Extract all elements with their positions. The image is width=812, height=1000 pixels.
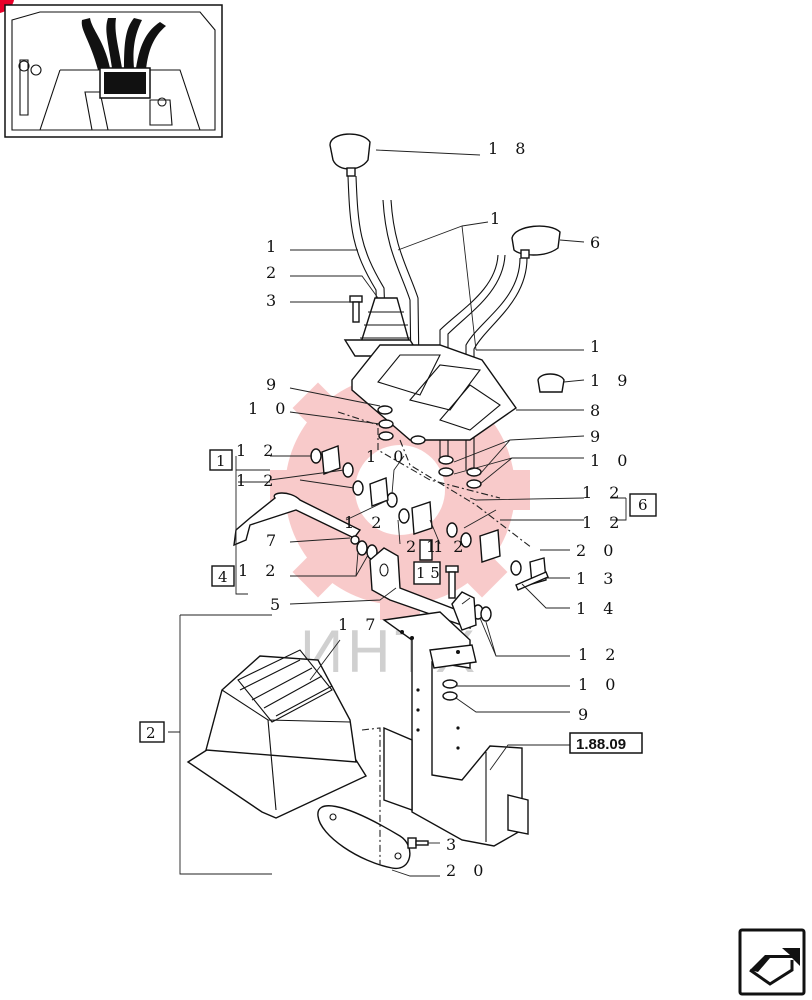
callout-1: 1: [266, 237, 282, 256]
callout-2: 2: [266, 263, 282, 282]
callout-1: 1: [490, 209, 506, 228]
callout-14: 1 4: [576, 599, 619, 618]
bracket-5: [369, 547, 477, 631]
page-reference-label: 1.88.09: [576, 736, 626, 753]
callout-10: 1 0: [578, 675, 621, 694]
callout-3: 3: [266, 291, 282, 310]
callout-10: 1 0: [248, 399, 291, 418]
callout-labels: 1 8 1 1 6 2 3 1 1 9 9 1 0 8 9 1 2 1 0 1 …: [236, 139, 633, 880]
knob-18: [329, 133, 371, 177]
callout-7: 7: [266, 531, 282, 550]
callout-18: 1 8: [488, 139, 531, 158]
callout-5: 5: [270, 595, 286, 614]
callout-13: 1 3: [576, 569, 619, 588]
callout-20: 2 0: [576, 541, 619, 560]
callout-12: 1 2: [238, 561, 281, 580]
gate-plate-8: [351, 344, 517, 441]
boxed-ref-4: 4: [218, 568, 228, 586]
callout-8: 8: [590, 401, 606, 420]
boxed-ref-1: 1: [216, 452, 226, 470]
bolt-3b: [407, 837, 429, 849]
callout-10: 1 0: [366, 447, 409, 466]
callout-20: 2 0: [446, 861, 489, 880]
callout-9: 9: [266, 375, 282, 394]
mounting-column: [382, 611, 529, 847]
cab-thumbnail: [4, 4, 223, 138]
callout-6: 6: [590, 233, 606, 252]
cover-17: [186, 649, 368, 819]
callout-12: 1 2: [578, 645, 621, 664]
callout-12: 1 2: [426, 537, 469, 556]
callout-19: 1 9: [590, 371, 633, 390]
callout-9: 9: [578, 705, 594, 724]
callout-12: 1 2: [582, 513, 625, 532]
callout-9: 9: [590, 427, 606, 446]
callout-3: 3: [446, 835, 462, 854]
leader-lines: [168, 149, 627, 877]
callout-12: 1 2: [582, 483, 625, 502]
callout-1: 1: [590, 337, 606, 356]
callout-21: 2 1: [406, 537, 449, 556]
next-page-arrow-icon[interactable]: [738, 928, 806, 996]
bolt-15: [445, 565, 459, 599]
pivot-arms: [321, 445, 547, 585]
callout-10: 1 0: [590, 451, 633, 470]
boxed-ref-6: 6: [638, 496, 648, 514]
callout-12: 1 2: [236, 471, 279, 490]
boxed-refs: 1 6 1 5 4 2: [139, 449, 657, 743]
center-lines: [337, 411, 533, 865]
plug-19: [537, 373, 565, 393]
bolt-3: [349, 295, 363, 323]
boxed-ref-2: 2: [146, 724, 156, 742]
boxed-ref-15: 1 5: [416, 564, 440, 582]
knob-6: [511, 225, 561, 259]
callout-12: 1 2: [344, 513, 387, 532]
washers: [310, 405, 522, 701]
callout-17: 1 7: [338, 615, 381, 634]
callout-12: 1 2: [236, 441, 279, 460]
mat-20: [317, 805, 411, 869]
page-reference[interactable]: 1.88.09: [569, 732, 643, 754]
